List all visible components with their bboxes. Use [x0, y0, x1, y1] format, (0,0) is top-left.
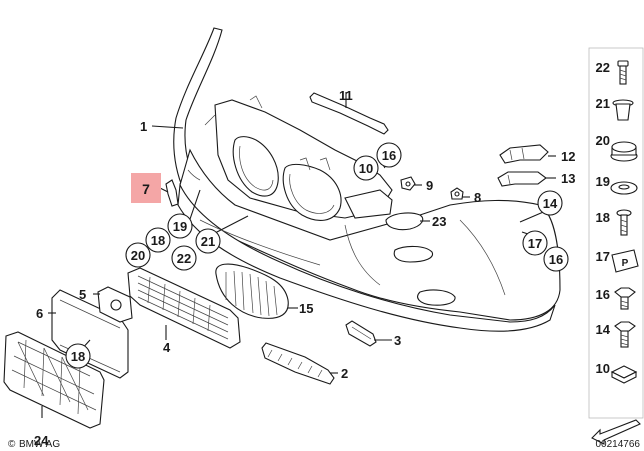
circled-label-20: 20: [131, 248, 145, 263]
sidebar-label-17: 17: [596, 249, 610, 264]
label-2: 2: [341, 366, 348, 381]
circled-label-14: 14: [543, 196, 558, 211]
sidebar-label-14: 14: [596, 322, 611, 337]
label-8: 8: [474, 190, 481, 205]
circled-label-16-top: 16: [382, 148, 396, 163]
label-11: 11: [339, 88, 353, 103]
part-11-trim-strip: [309, 92, 389, 135]
svg-text:P: P: [622, 258, 629, 269]
clip-nut-icon: P: [611, 249, 639, 273]
sidebar-label-21: 21: [596, 96, 610, 111]
part-8-clip: [450, 187, 464, 200]
part-4-lower-grille: [127, 267, 241, 349]
circled-label-18: 18: [151, 233, 165, 248]
diagram-number: 00214766: [596, 439, 641, 450]
screw-icon: [617, 60, 629, 85]
circled-label-16-right: 16: [549, 252, 563, 267]
circled-label-17: 17: [528, 236, 542, 251]
label-7: 7: [142, 181, 150, 197]
circled-reference-labels: 10 16 14 17 16 19 18 21 20 22 18: [65, 142, 569, 369]
part-2-fog-grille: [261, 342, 335, 385]
square-nut-icon: [610, 365, 638, 384]
sidebar-label-10: 10: [596, 361, 610, 376]
part-23-cover-cap: [385, 212, 424, 231]
label-12: 12: [561, 149, 575, 164]
grommet-icon: [610, 141, 638, 162]
label-3: 3: [394, 333, 401, 348]
copyright-symbol: ©: [8, 439, 16, 450]
front-bumper-illustration: [173, 27, 561, 332]
part-5-bracket: [97, 286, 133, 323]
part-3-plate: [345, 320, 377, 347]
footer: © BMW AG 00214766: [8, 439, 640, 450]
direction-arrow-icon: [591, 419, 641, 445]
hex-screw-icon: [614, 321, 636, 348]
sidebar-label-20: 20: [596, 133, 610, 148]
brand-text: BMW AG: [19, 439, 60, 450]
label-6: 6: [36, 306, 43, 321]
washer-icon: [610, 181, 638, 195]
highlighted-part-7[interactable]: 7: [131, 173, 161, 203]
label-5: 5: [79, 287, 86, 302]
flange-screw-icon: [614, 287, 636, 310]
sidebar-label-22: 22: [596, 60, 610, 75]
label-1: 1: [140, 119, 147, 134]
fastener-sidebar: 22 21 20 19 18: [588, 47, 644, 445]
part-24-carrier-frame: [3, 331, 105, 429]
circled-label-18-lower: 18: [71, 349, 85, 364]
label-23: 23: [432, 214, 446, 229]
label-4: 4: [163, 340, 171, 355]
part-13-bracket: [497, 171, 547, 187]
circled-label-22: 22: [177, 251, 191, 266]
part-15-kidney-grille: [215, 263, 289, 319]
label-15: 15: [299, 301, 313, 316]
part-number-labels: 1 11 12 13 9 8 23 15 3 2 4 5 6 24: [34, 88, 575, 448]
label-24: 24: [34, 433, 49, 448]
circled-label-19: 19: [173, 219, 187, 234]
label-9: 9: [426, 178, 433, 193]
small-screw-icon: [616, 209, 632, 236]
circled-label-10: 10: [359, 161, 373, 176]
part-7-bracket: [165, 179, 179, 207]
expansion-nut-icon: [612, 99, 634, 121]
highlight-box: [131, 173, 161, 203]
part-9-clip: [400, 176, 416, 191]
label-13: 13: [561, 171, 575, 186]
part-12-bracket: [499, 144, 549, 164]
sidebar-label-16: 16: [596, 287, 610, 302]
circled-label-21: 21: [201, 234, 215, 249]
sidebar-label-18: 18: [596, 210, 610, 225]
sidebar-label-19: 19: [596, 174, 610, 189]
